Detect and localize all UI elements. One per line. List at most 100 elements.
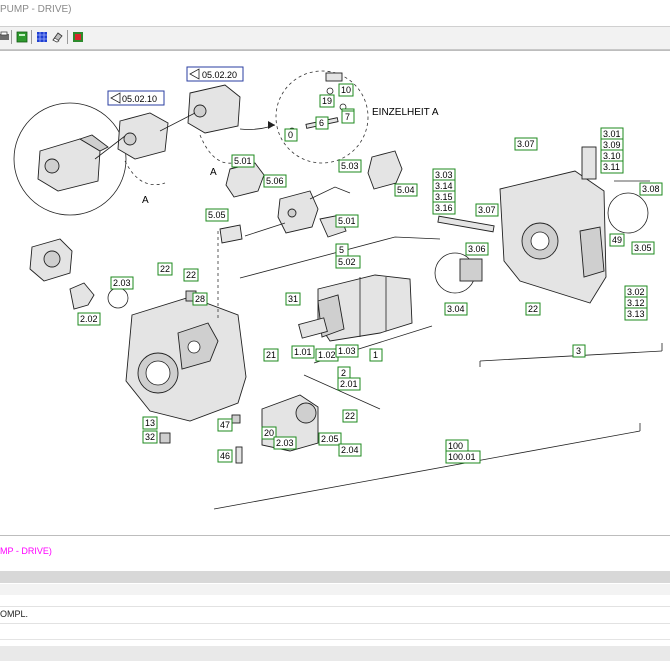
svg-text:3.09: 3.09 <box>603 140 621 150</box>
svg-text:22: 22 <box>186 270 196 280</box>
part-label[interactable]: 3.07 <box>475 203 499 217</box>
part-label[interactable]: 47 <box>217 418 233 432</box>
part-label[interactable]: 2 <box>337 366 351 380</box>
book-icon[interactable] <box>16 31 28 43</box>
part-label[interactable]: 3.01 <box>600 127 624 141</box>
part-label[interactable]: 3.11 <box>600 160 624 174</box>
svg-text:3.05: 3.05 <box>634 243 652 253</box>
detail-circle <box>13 102 127 216</box>
assembly-caption: MP - DRIVE) <box>0 546 52 556</box>
part-label[interactable]: 1.03 <box>335 344 359 358</box>
part-label[interactable]: 3.14 <box>432 179 456 193</box>
svg-text:1.03: 1.03 <box>338 346 356 356</box>
part-label[interactable]: 0 <box>284 128 298 142</box>
part-label[interactable]: 3.02 <box>624 285 648 299</box>
part-label[interactable]: 3.15 <box>432 190 456 204</box>
svg-text:22: 22 <box>345 411 355 421</box>
part-label[interactable]: 28 <box>192 292 208 306</box>
parts-list-row[interactable]: OMPL. <box>0 606 670 624</box>
exploded-parts-drawing: EINZELHEIT A A A <box>0 50 670 536</box>
svg-text:2.05: 2.05 <box>321 434 339 444</box>
part-label[interactable]: 1 <box>369 348 383 362</box>
part-label[interactable]: 3.10 <box>600 149 624 163</box>
svg-text:7: 7 <box>345 112 350 122</box>
reference-05.02.10[interactable]: 05.02.10 <box>107 90 165 106</box>
part-label[interactable]: 2.05 <box>318 432 342 446</box>
part-label[interactable]: 22 <box>183 268 199 282</box>
part-label[interactable]: 49 <box>609 233 625 247</box>
svg-text:47: 47 <box>220 420 230 430</box>
parts-list-row[interactable] <box>0 629 670 640</box>
callout-a-2: A <box>210 167 217 178</box>
part-label[interactable]: 3.16 <box>432 201 456 215</box>
part-label[interactable]: 3.12 <box>624 296 648 310</box>
part-label[interactable]: 10 <box>338 83 354 97</box>
part-label[interactable]: 7 <box>341 110 355 124</box>
part-label[interactable]: 3.08 <box>639 182 663 196</box>
part-label[interactable]: 3.13 <box>624 307 648 321</box>
part-label[interactable]: 5.03 <box>338 159 362 173</box>
part-label[interactable]: 22 <box>157 262 173 276</box>
part-label[interactable]: 3.03 <box>432 168 456 182</box>
flange-part <box>29 238 73 282</box>
print-icon[interactable] <box>0 31 10 43</box>
part-label[interactable]: 6 <box>315 116 329 130</box>
svg-text:3.14: 3.14 <box>435 181 453 191</box>
svg-text:5.02: 5.02 <box>338 257 356 267</box>
part-label[interactable]: 20 <box>261 426 277 440</box>
part-label[interactable]: 22 <box>342 409 358 423</box>
parts-list-panel: MP - DRIVE) OMPL. <box>0 536 670 661</box>
pump-assembly-small-3 <box>187 84 241 164</box>
window-titlebar: PUMP - DRIVE) <box>0 0 670 27</box>
part-label[interactable]: 1.01 <box>291 345 315 359</box>
part-label[interactable]: 5.01 <box>231 154 255 168</box>
part-label[interactable]: 2.01 <box>337 377 361 391</box>
parts-list-row[interactable] <box>0 584 670 595</box>
window-title: PUMP - DRIVE) <box>0 4 72 15</box>
part-label[interactable]: 5.05 <box>205 208 229 222</box>
part-label[interactable]: 3.05 <box>631 241 655 255</box>
part-label[interactable]: 3.09 <box>600 138 624 152</box>
part-label[interactable]: 2.03 <box>110 276 134 290</box>
part-label[interactable]: 31 <box>285 292 301 306</box>
part-label[interactable]: 5 <box>335 243 349 257</box>
part-label[interactable]: 13 <box>142 416 158 430</box>
part-label[interactable]: 5.04 <box>394 183 418 197</box>
svg-text:2.03: 2.03 <box>113 278 131 288</box>
part-label[interactable]: 1.02 <box>315 348 339 362</box>
parts-diagram: EINZELHEIT A A A <box>13 66 663 510</box>
part-label[interactable]: 3.07 <box>514 137 538 151</box>
part-label[interactable]: 3.06 <box>465 242 489 256</box>
svg-text:5.04: 5.04 <box>397 185 415 195</box>
part-label[interactable]: 3 <box>572 344 586 358</box>
part-label[interactable]: 22 <box>525 302 541 316</box>
export-icon[interactable] <box>72 31 84 43</box>
part-label[interactable]: 5.02 <box>335 255 361 269</box>
svg-text:10: 10 <box>341 85 351 95</box>
svg-text:19: 19 <box>322 96 332 106</box>
svg-text:49: 49 <box>612 235 622 245</box>
svg-text:21: 21 <box>266 350 276 360</box>
part-label[interactable]: 5.01 <box>335 214 359 228</box>
part-label[interactable]: 3.04 <box>444 302 468 316</box>
part-label[interactable]: 19 <box>319 94 335 108</box>
part-label[interactable]: 2.02 <box>77 312 101 326</box>
svg-text:1.01: 1.01 <box>294 347 312 357</box>
part-label[interactable]: 46 <box>217 449 233 463</box>
svg-text:32: 32 <box>145 432 155 442</box>
svg-text:1.02: 1.02 <box>318 350 336 360</box>
reference-05.02.20[interactable]: 05.02.20 <box>186 66 244 82</box>
part-label[interactable]: 5.06 <box>263 174 287 188</box>
part-label[interactable]: 21 <box>263 348 279 362</box>
part-label[interactable]: 100.01 <box>445 450 481 464</box>
toolbar-separator <box>67 30 68 44</box>
grid-icon[interactable] <box>36 31 48 43</box>
status-bar <box>0 646 670 661</box>
part-label[interactable]: 100 <box>445 439 469 453</box>
svg-text:0: 0 <box>288 130 293 140</box>
part-label[interactable]: 2.04 <box>338 443 362 457</box>
svg-text:20: 20 <box>264 428 274 438</box>
eraser-icon[interactable] <box>51 31 63 43</box>
part-label[interactable]: 2.03 <box>273 436 297 450</box>
part-label[interactable]: 32 <box>142 430 158 444</box>
